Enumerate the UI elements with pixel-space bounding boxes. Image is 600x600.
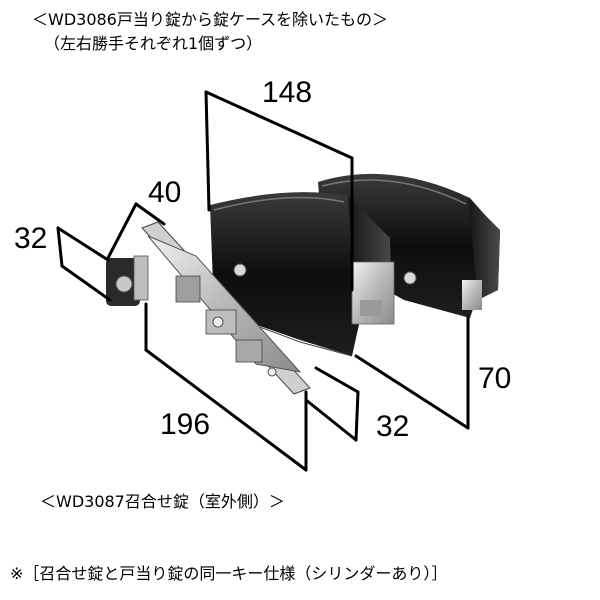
header-title: ＜WD3086戸当り錠から錠ケースを除いたもの＞ — [32, 10, 389, 29]
screw-hole-icon — [403, 271, 417, 285]
strike-body-rear — [318, 173, 500, 318]
strike-metal-plate — [462, 280, 482, 310]
dimension-lines — [56, 90, 470, 472]
dim-label-40: 40 — [148, 176, 182, 209]
dim-label-70: 70 — [478, 362, 512, 395]
dim-label-32-right: 32 — [376, 410, 410, 443]
mortise-lock — [106, 221, 311, 395]
screw-hole-icon — [233, 263, 247, 277]
strike-body-front — [210, 192, 395, 357]
header-subtitle: （左右勝手それぞれ1個ずつ） — [44, 34, 263, 53]
dim-label-148: 148 — [262, 76, 313, 109]
footnote: ※［召合せ錠と戸当り錠の同一キー仕様（シリンダーあり）］ — [10, 564, 448, 583]
dim-label-32-left: 32 — [14, 222, 48, 255]
key-cylinder-icon — [115, 275, 133, 293]
lock-caption: ＜WD3087召合せ錠（室外側）＞ — [40, 492, 285, 511]
dim-label-196: 196 — [160, 408, 211, 441]
